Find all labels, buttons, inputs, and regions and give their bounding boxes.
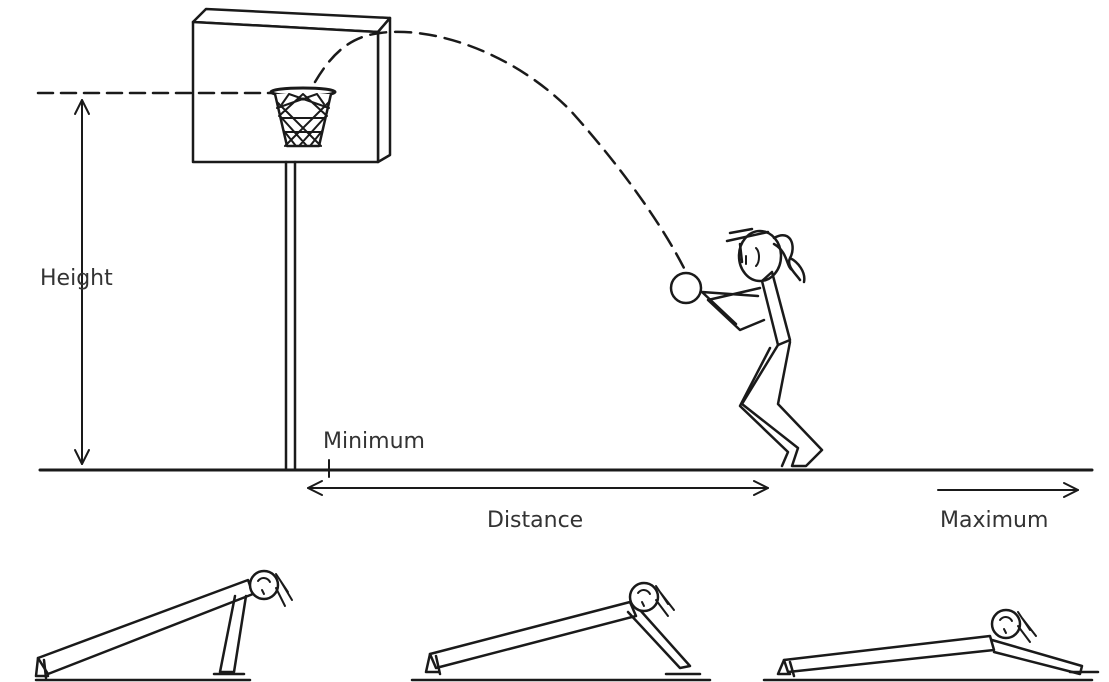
height-label: Height bbox=[40, 266, 113, 291]
hoop-pole bbox=[286, 162, 295, 470]
distance-label: Distance bbox=[487, 508, 583, 533]
basketball bbox=[671, 273, 701, 303]
minimum-label: Minimum bbox=[323, 429, 425, 454]
distance-arrow bbox=[308, 481, 768, 495]
pushup-figure-3 bbox=[764, 610, 1098, 680]
maximum-label: Maximum bbox=[940, 508, 1048, 533]
pushup-figure-2 bbox=[412, 583, 710, 680]
maximum-arrow bbox=[938, 483, 1078, 497]
shooter-figure bbox=[671, 229, 822, 466]
pushup-figure-1 bbox=[36, 571, 292, 680]
